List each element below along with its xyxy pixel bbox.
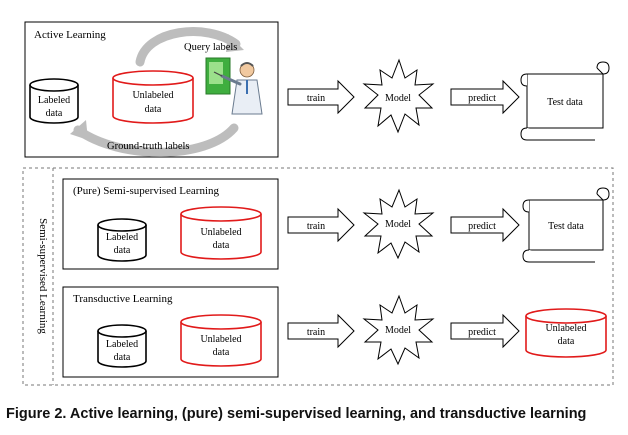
labeled-data-text-1: Labeled — [38, 95, 70, 106]
test-data-scroll-active — [520, 61, 610, 141]
output-unlabeled-text-2: data — [558, 336, 575, 347]
train-text-transductive: train — [307, 327, 325, 338]
test-data-scroll-pure — [522, 187, 610, 263]
unlabeled-data-text-pure-2: data — [213, 240, 230, 251]
teacher-icon — [205, 57, 263, 115]
predict-text-transductive: predict — [468, 327, 496, 338]
model-starburst-pure — [362, 188, 435, 260]
unlabeled-data-text-transductive-2: data — [213, 347, 230, 358]
labeled-data-text-transductive-1: Labeled — [106, 339, 138, 350]
predict-arrow-transductive — [450, 313, 520, 349]
train-text-active: train — [307, 93, 325, 104]
model-text-pure: Model — [385, 219, 411, 230]
model-starburst-transductive — [362, 294, 435, 366]
labeled-data-cylinder-pure — [97, 218, 147, 262]
model-text-transductive: Model — [385, 325, 411, 336]
train-arrow-active — [287, 79, 355, 115]
ground-truth-curve-arrow — [70, 120, 239, 157]
ground-truth-labels-text: Ground-truth labels — [107, 141, 190, 152]
transductive-title: Transductive Learning — [73, 293, 173, 305]
active-learning-title: Active Learning — [34, 29, 106, 41]
model-starburst-active — [362, 58, 435, 134]
predict-arrow-active — [450, 79, 520, 115]
labeled-data-text-pure-2: data — [114, 245, 131, 256]
labeled-data-text-2: data — [46, 108, 63, 119]
unlabeled-data-cylinder-transductive — [180, 314, 262, 367]
train-arrow-transductive — [287, 313, 355, 349]
figure-caption: Figure 2. Active learning, (pure) semi-s… — [6, 406, 587, 422]
output-unlabeled-text-1: Unlabeled — [545, 323, 586, 334]
predict-text-active: predict — [468, 93, 496, 104]
labeled-data-text-transductive-2: data — [114, 352, 131, 363]
pure-semi-supervised-title: (Pure) Semi-supervised Learning — [73, 185, 220, 197]
semi-supervised-group — [22, 167, 614, 386]
unlabeled-data-text-1: Unlabeled — [132, 90, 173, 101]
unlabeled-data-text-pure-1: Unlabeled — [200, 227, 241, 238]
model-text-active: Model — [385, 93, 411, 104]
labeled-data-text-pure-1: Labeled — [106, 232, 138, 243]
test-data-text-active: Test data — [547, 97, 583, 108]
semi-supervised-vertical-label: Semi-supervised Learning — [37, 218, 49, 334]
unlabeled-data-text-2: data — [145, 104, 162, 115]
unlabeled-data-cylinder — [112, 70, 194, 124]
labeled-data-cylinder-transductive — [97, 324, 147, 368]
train-arrow-pure — [287, 207, 355, 243]
unlabeled-data-cylinder-pure — [180, 206, 262, 260]
query-curve-arrow — [135, 27, 244, 67]
predict-arrow-pure — [450, 207, 520, 243]
test-data-text-pure: Test data — [548, 221, 584, 232]
query-labels-text: Query labels — [184, 42, 237, 53]
unlabeled-data-cylinder-output — [525, 308, 607, 358]
labeled-data-cylinder — [29, 78, 79, 124]
train-text-pure: train — [307, 221, 325, 232]
unlabeled-data-text-transductive-1: Unlabeled — [200, 334, 241, 345]
predict-text-pure: predict — [468, 221, 496, 232]
